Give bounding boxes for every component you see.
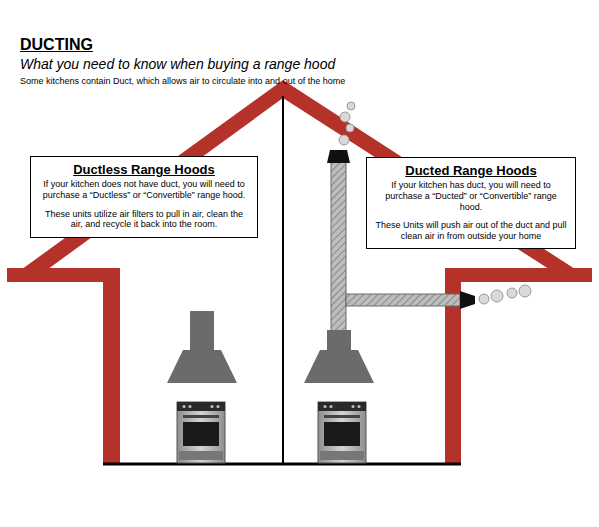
subtitle: What you need to know when buying a rang…	[20, 56, 335, 72]
info-box: Ducted Range Hoods If your kitchen has du…	[366, 157, 576, 249]
box-body: These Units will push air out of the duc…	[375, 220, 567, 242]
intro-note: Some kitchens contain Duct, which allows…	[20, 76, 345, 86]
oven	[177, 402, 225, 463]
vertical-duct	[331, 162, 346, 357]
divider	[282, 96, 284, 465]
floor	[103, 463, 461, 466]
oven	[318, 402, 366, 463]
hood-canopy	[304, 350, 374, 383]
info-box: Ductless Range Hoods If your kitchen does…	[30, 156, 258, 238]
horizontal-duct	[346, 294, 460, 306]
duct-vent	[460, 291, 475, 309]
wall	[103, 268, 120, 465]
box-body: If your kitchen has duct, you will need …	[375, 180, 567, 212]
duct-cap	[327, 150, 350, 163]
title: DUCTING	[20, 36, 93, 54]
hood-canopy	[167, 350, 237, 383]
box-body: These units utilize air filters to pull …	[39, 209, 249, 231]
roof	[7, 80, 592, 280]
box-body: If your kitchen does not have duct, you …	[39, 179, 249, 201]
hood-chimney	[190, 311, 214, 351]
eave	[445, 268, 592, 282]
box-heading: Ductless Range Hoods	[39, 162, 249, 177]
box-heading: Ducted Range Hoods	[375, 163, 567, 178]
hood-chimney	[327, 330, 351, 351]
